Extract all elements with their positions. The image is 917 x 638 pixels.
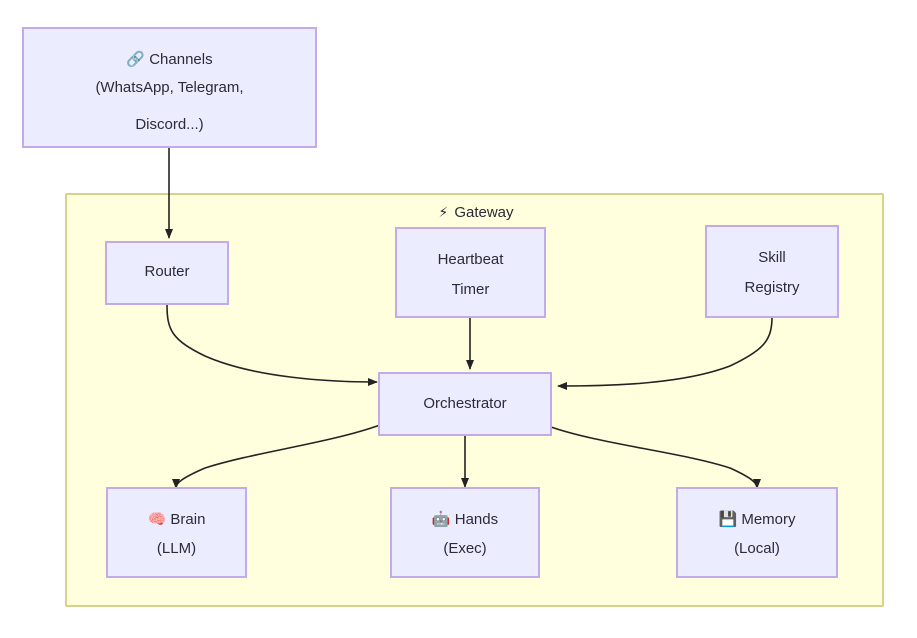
node-channels-line-2: (WhatsApp, Telegram,	[95, 79, 243, 96]
node-router[interactable]: Router	[105, 241, 229, 305]
node-hands-line-2: (Exec)	[443, 540, 486, 557]
node-memory-line-2: (Local)	[734, 540, 780, 557]
lightning-bolt-icon: ⚡	[438, 205, 448, 221]
node-hands-box[interactable]	[390, 487, 540, 578]
node-skill-registry[interactable]: Skill Registry	[705, 225, 839, 318]
subgraph-gateway-title: ⚡Gateway	[438, 204, 514, 221]
edge-orchestrator-to-brain	[172, 424, 381, 489]
node-orchestrator-box[interactable]	[378, 372, 552, 436]
node-brain-line-2: (LLM)	[157, 540, 196, 557]
node-skill-registry-line-2: Registry	[744, 279, 800, 296]
edge-layer	[165, 148, 773, 489]
edge-orchestrator-to-memory	[550, 426, 761, 489]
node-memory-box[interactable]	[676, 487, 838, 578]
node-channels[interactable]: 🔗 Channels (WhatsApp, Telegram, Discord.…	[22, 27, 317, 148]
node-hands[interactable]: 🤖 Hands (Exec)	[390, 487, 540, 578]
node-orchestrator[interactable]: Orchestrator	[378, 372, 552, 436]
node-hands-line-1: 🤖 Hands	[432, 510, 498, 528]
node-router-box[interactable]	[105, 241, 229, 305]
edge-skillregistry-to-orchestrator	[557, 316, 773, 390]
node-orchestrator-label: Orchestrator	[423, 395, 506, 412]
node-heartbeat-timer-box[interactable]	[395, 227, 546, 318]
node-skill-registry-box[interactable]	[705, 225, 839, 318]
node-memory[interactable]: 💾 Memory (Local)	[676, 487, 838, 578]
node-channels-box[interactable]	[22, 27, 317, 148]
node-heartbeat-timer-line-2: Timer	[452, 281, 490, 298]
edge-router-to-orchestrator	[166, 304, 378, 386]
node-brain-box[interactable]	[106, 487, 247, 578]
node-brain-line-1: 🧠 Brain	[148, 511, 206, 528]
node-channels-line-3: Discord...)	[135, 116, 203, 133]
node-router-label: Router	[144, 263, 189, 280]
node-heartbeat-timer-line-1: Heartbeat	[438, 251, 505, 268]
node-brain[interactable]: 🧠 Brain (LLM)	[106, 487, 247, 578]
node-skill-registry-line-1: Skill	[758, 249, 786, 266]
node-memory-line-1: 💾 Memory	[718, 510, 796, 528]
node-heartbeat-timer[interactable]: Heartbeat Timer	[395, 227, 546, 318]
node-channels-line-1: 🔗 Channels	[126, 49, 212, 68]
